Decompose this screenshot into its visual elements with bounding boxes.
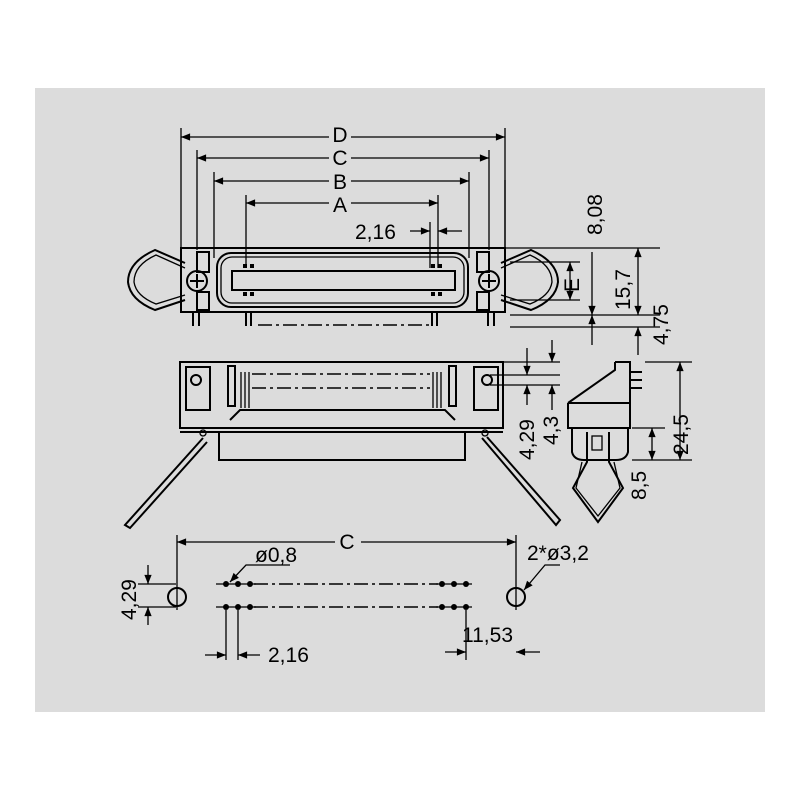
dim-4-29-label: 4,29 (516, 419, 539, 460)
row-spacing-label: 4,29 (118, 579, 141, 620)
pcb-footprint: C ø0,8 2*ø3,2 4,29 2,16 11,53 (118, 530, 589, 667)
pitch-label: 2,16 (355, 221, 396, 244)
dim-15-7-label: 15,7 (612, 269, 635, 310)
dim-e-label: E (561, 278, 584, 292)
dim-4-75-label: 4,75 (650, 304, 673, 345)
dim-c-label: C (332, 147, 347, 170)
footprint-pitch-label: 2,16 (268, 644, 309, 667)
dim-d-label: D (332, 124, 347, 147)
dim-4-3-label: 4,3 (540, 416, 563, 445)
offset-label: 11,53 (462, 624, 513, 647)
dim-8-08-label: 8,08 (584, 194, 607, 235)
side-view: 24,5 8,5 (567, 361, 693, 524)
dim-8-5-label: 8,5 (628, 471, 651, 500)
top-view: D C B A 2,16 (126, 124, 673, 355)
mount-hole-label: 2*ø3,2 (527, 542, 589, 565)
drawing-panel (35, 88, 765, 712)
pin-hole-label: ø0,8 (255, 544, 297, 567)
footprint-c-label: C (339, 531, 354, 554)
dim-b-label: B (333, 171, 347, 194)
dim-24-5-label: 24,5 (670, 414, 693, 455)
front-view: 4,29 4,3 (123, 340, 563, 530)
dim-a-label: A (333, 194, 347, 217)
